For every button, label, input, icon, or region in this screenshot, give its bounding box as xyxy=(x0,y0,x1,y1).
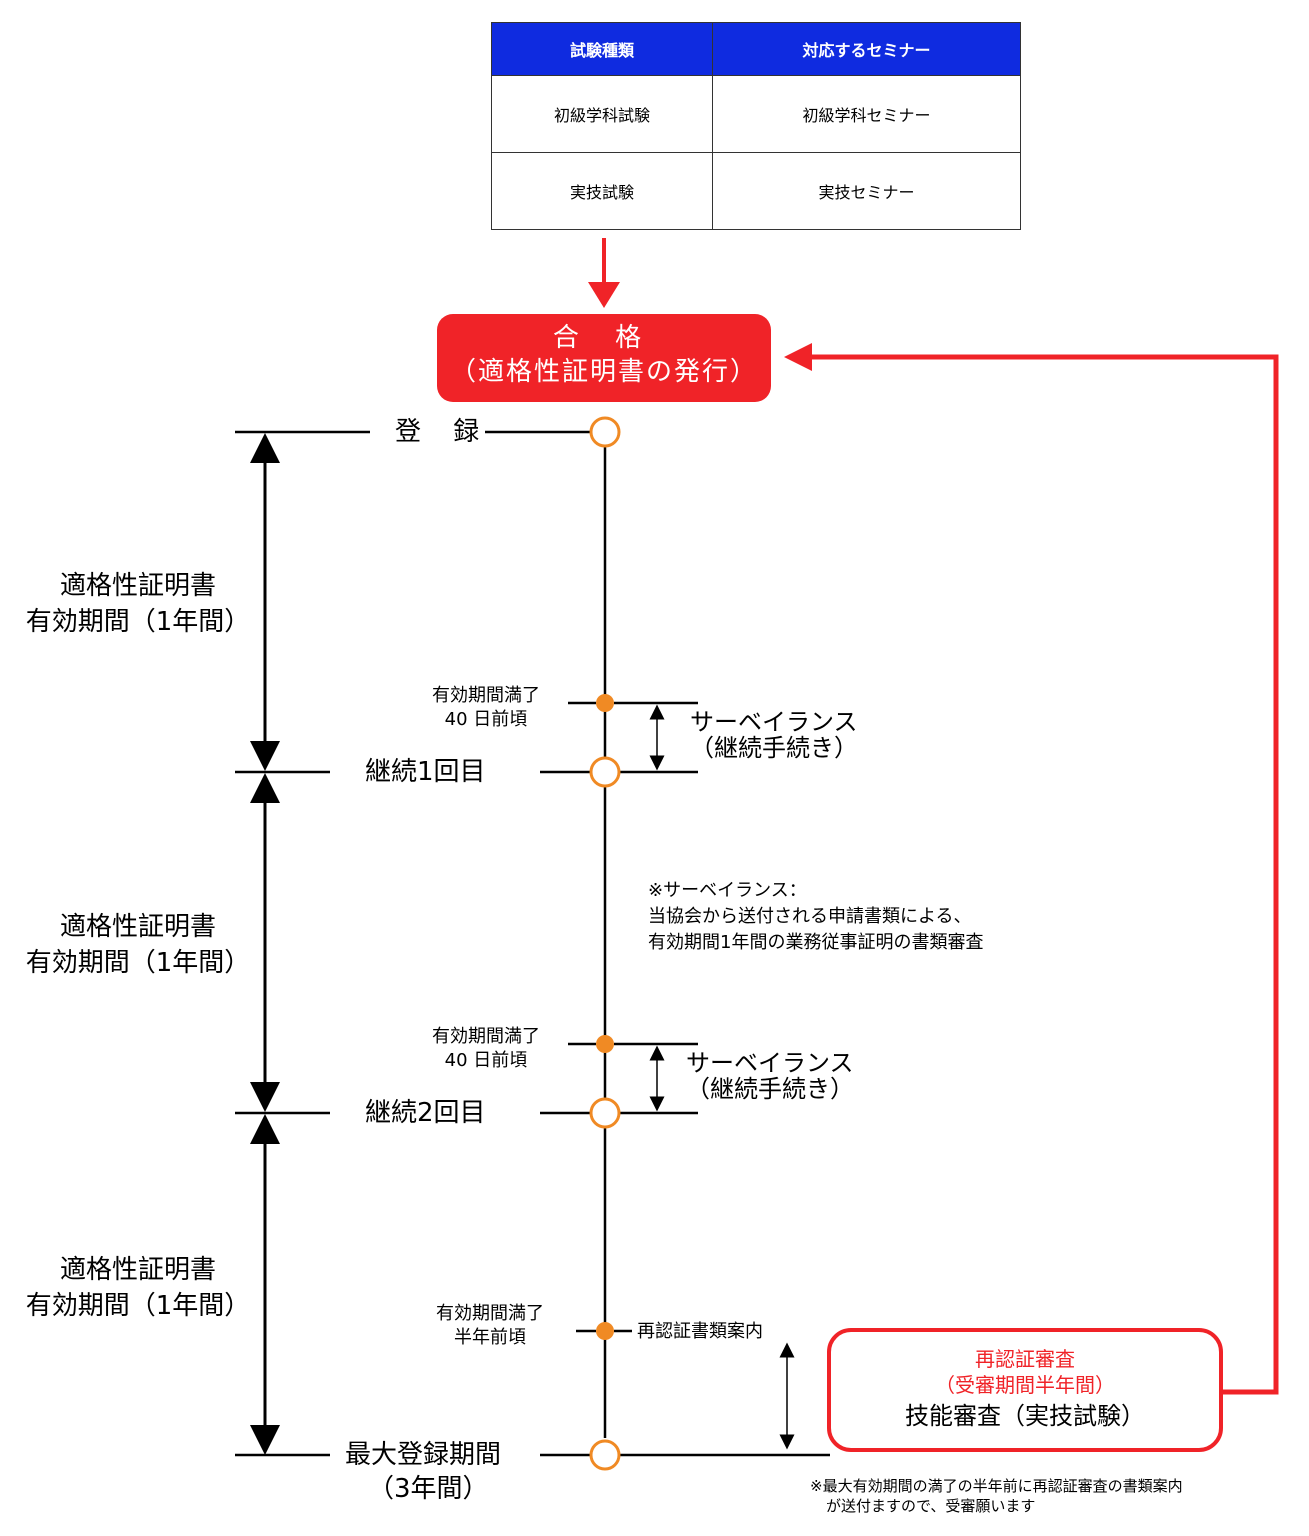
surveillance-title: サーベイランス xyxy=(690,708,858,736)
pass-box: 合 格 （適格性証明書の発行） xyxy=(437,314,771,402)
recert-guide-label: 再認証書類案内 xyxy=(637,1321,763,1342)
validity-period-title: 適格性証明書 xyxy=(59,1255,216,1285)
max-period-years: （3年間） xyxy=(368,1474,489,1504)
footnote: ※最大有効期間の満了の半年前に再認証審査の書類案内 が送付ますので、受審願います xyxy=(810,1476,1183,1516)
validity-period-term: 有効期間（1年間） xyxy=(25,607,251,637)
recert-period: （受審期間半年間） xyxy=(935,1373,1115,1397)
expiry-label-line1: 有効期間満了 xyxy=(436,1303,544,1324)
max-circle xyxy=(589,1439,621,1471)
validity-period-title: 適格性証明書 xyxy=(59,571,216,601)
red-loop-line xyxy=(810,354,1279,1395)
note-line2: 当協会から送付される申請書類による、 xyxy=(648,906,972,927)
validity-period-3: 適格性証明書 有効期間（1年間） xyxy=(8,1252,268,1324)
table-cell: 初級学科試験 xyxy=(491,75,713,153)
surveillance-note: ※サーベイランス： 当協会から送付される申請書類による、 有効期間1年間の業務従… xyxy=(648,878,983,956)
table-row: 初級学科試験 初級学科セミナー xyxy=(491,75,1021,153)
expiry3-dot xyxy=(596,1322,614,1340)
table-header-row: 試験種類 対応するセミナー xyxy=(491,22,1021,76)
recert-title: 再認証審査 xyxy=(975,1347,1075,1371)
recertification-box: 再認証審査 （受審期間半年間） 技能審査（実技試験） xyxy=(827,1328,1223,1452)
surveillance-subtitle: （継続手続き） xyxy=(690,734,858,762)
validity-period-title: 適格性証明書 xyxy=(59,912,216,942)
expiry1-dot xyxy=(596,694,614,712)
table-cell: 初級学科セミナー xyxy=(712,75,1021,153)
expiry-label-line1: 有効期間満了 xyxy=(432,1026,540,1047)
table-cell: 実技セミナー xyxy=(712,152,1021,230)
note-line3: 有効期間1年間の業務従事証明の書類審査 xyxy=(648,932,984,953)
pass-subtitle: （適格性証明書の発行） xyxy=(449,357,758,387)
max-period-label: 最大登録期間 xyxy=(345,1440,502,1470)
validity-period-term: 有効期間（1年間） xyxy=(25,1291,251,1321)
expiry-label-line2: 40 日前頃 xyxy=(444,709,528,730)
expiry-label-2: 有効期間満了 40 日前頃 xyxy=(432,1025,540,1073)
register-label: 登 録 xyxy=(395,417,492,447)
exam-seminar-table: 試験種類 対応するセミナー 初級学科試験 初級学科セミナー 実技試験 実技セミナ… xyxy=(491,22,1021,230)
expiry2-dot xyxy=(596,1035,614,1053)
surveillance-label-2: サーベイランス （継続手続き） xyxy=(686,1050,854,1102)
table-row: 実技試験 実技セミナー xyxy=(491,152,1021,230)
validity-period-1: 適格性証明書 有効期間（1年間） xyxy=(8,568,268,640)
expiry-label-1: 有効期間満了 40 日前頃 xyxy=(432,684,540,732)
validity-period-2: 適格性証明書 有効期間（1年間） xyxy=(8,909,268,981)
surveillance-label-1: サーベイランス （継続手続き） xyxy=(690,709,858,761)
red-down-arrowhead xyxy=(588,282,620,308)
renew1-circle xyxy=(589,756,621,788)
recert-exam: 技能審査（実技試験） xyxy=(905,1402,1145,1430)
footnote-line1: ※最大有効期間の満了の半年前に再認証審査の書類案内 xyxy=(810,1477,1183,1495)
renew2-circle xyxy=(589,1097,621,1129)
pass-title: 合 格 xyxy=(552,323,656,353)
red-loop-arrowhead xyxy=(784,343,812,371)
validity-period-term: 有効期間（1年間） xyxy=(25,948,251,978)
footnote-line2: が送付ますので、受審願います xyxy=(826,1497,1036,1515)
renew2-label: 継続2回目 xyxy=(365,1098,486,1128)
table-header-exam: 試験種類 xyxy=(491,22,713,76)
expiry-label-line2: 40 日前頃 xyxy=(444,1050,528,1071)
expiry-label-line1: 有効期間満了 xyxy=(432,685,540,706)
note-line1: ※サーベイランス： xyxy=(648,880,807,901)
table-header-seminar: 対応するセミナー xyxy=(712,22,1021,76)
register-circle xyxy=(589,416,621,448)
table-cell: 実技試験 xyxy=(491,152,713,230)
surveillance-title: サーベイランス xyxy=(686,1049,854,1077)
surveillance-subtitle: （継続手続き） xyxy=(686,1075,854,1103)
renew1-label: 継続1回目 xyxy=(365,757,486,787)
expiry-label-line2: 半年前頃 xyxy=(454,1327,526,1348)
expiry-label-3: 有効期間満了 半年前頃 xyxy=(436,1302,544,1350)
